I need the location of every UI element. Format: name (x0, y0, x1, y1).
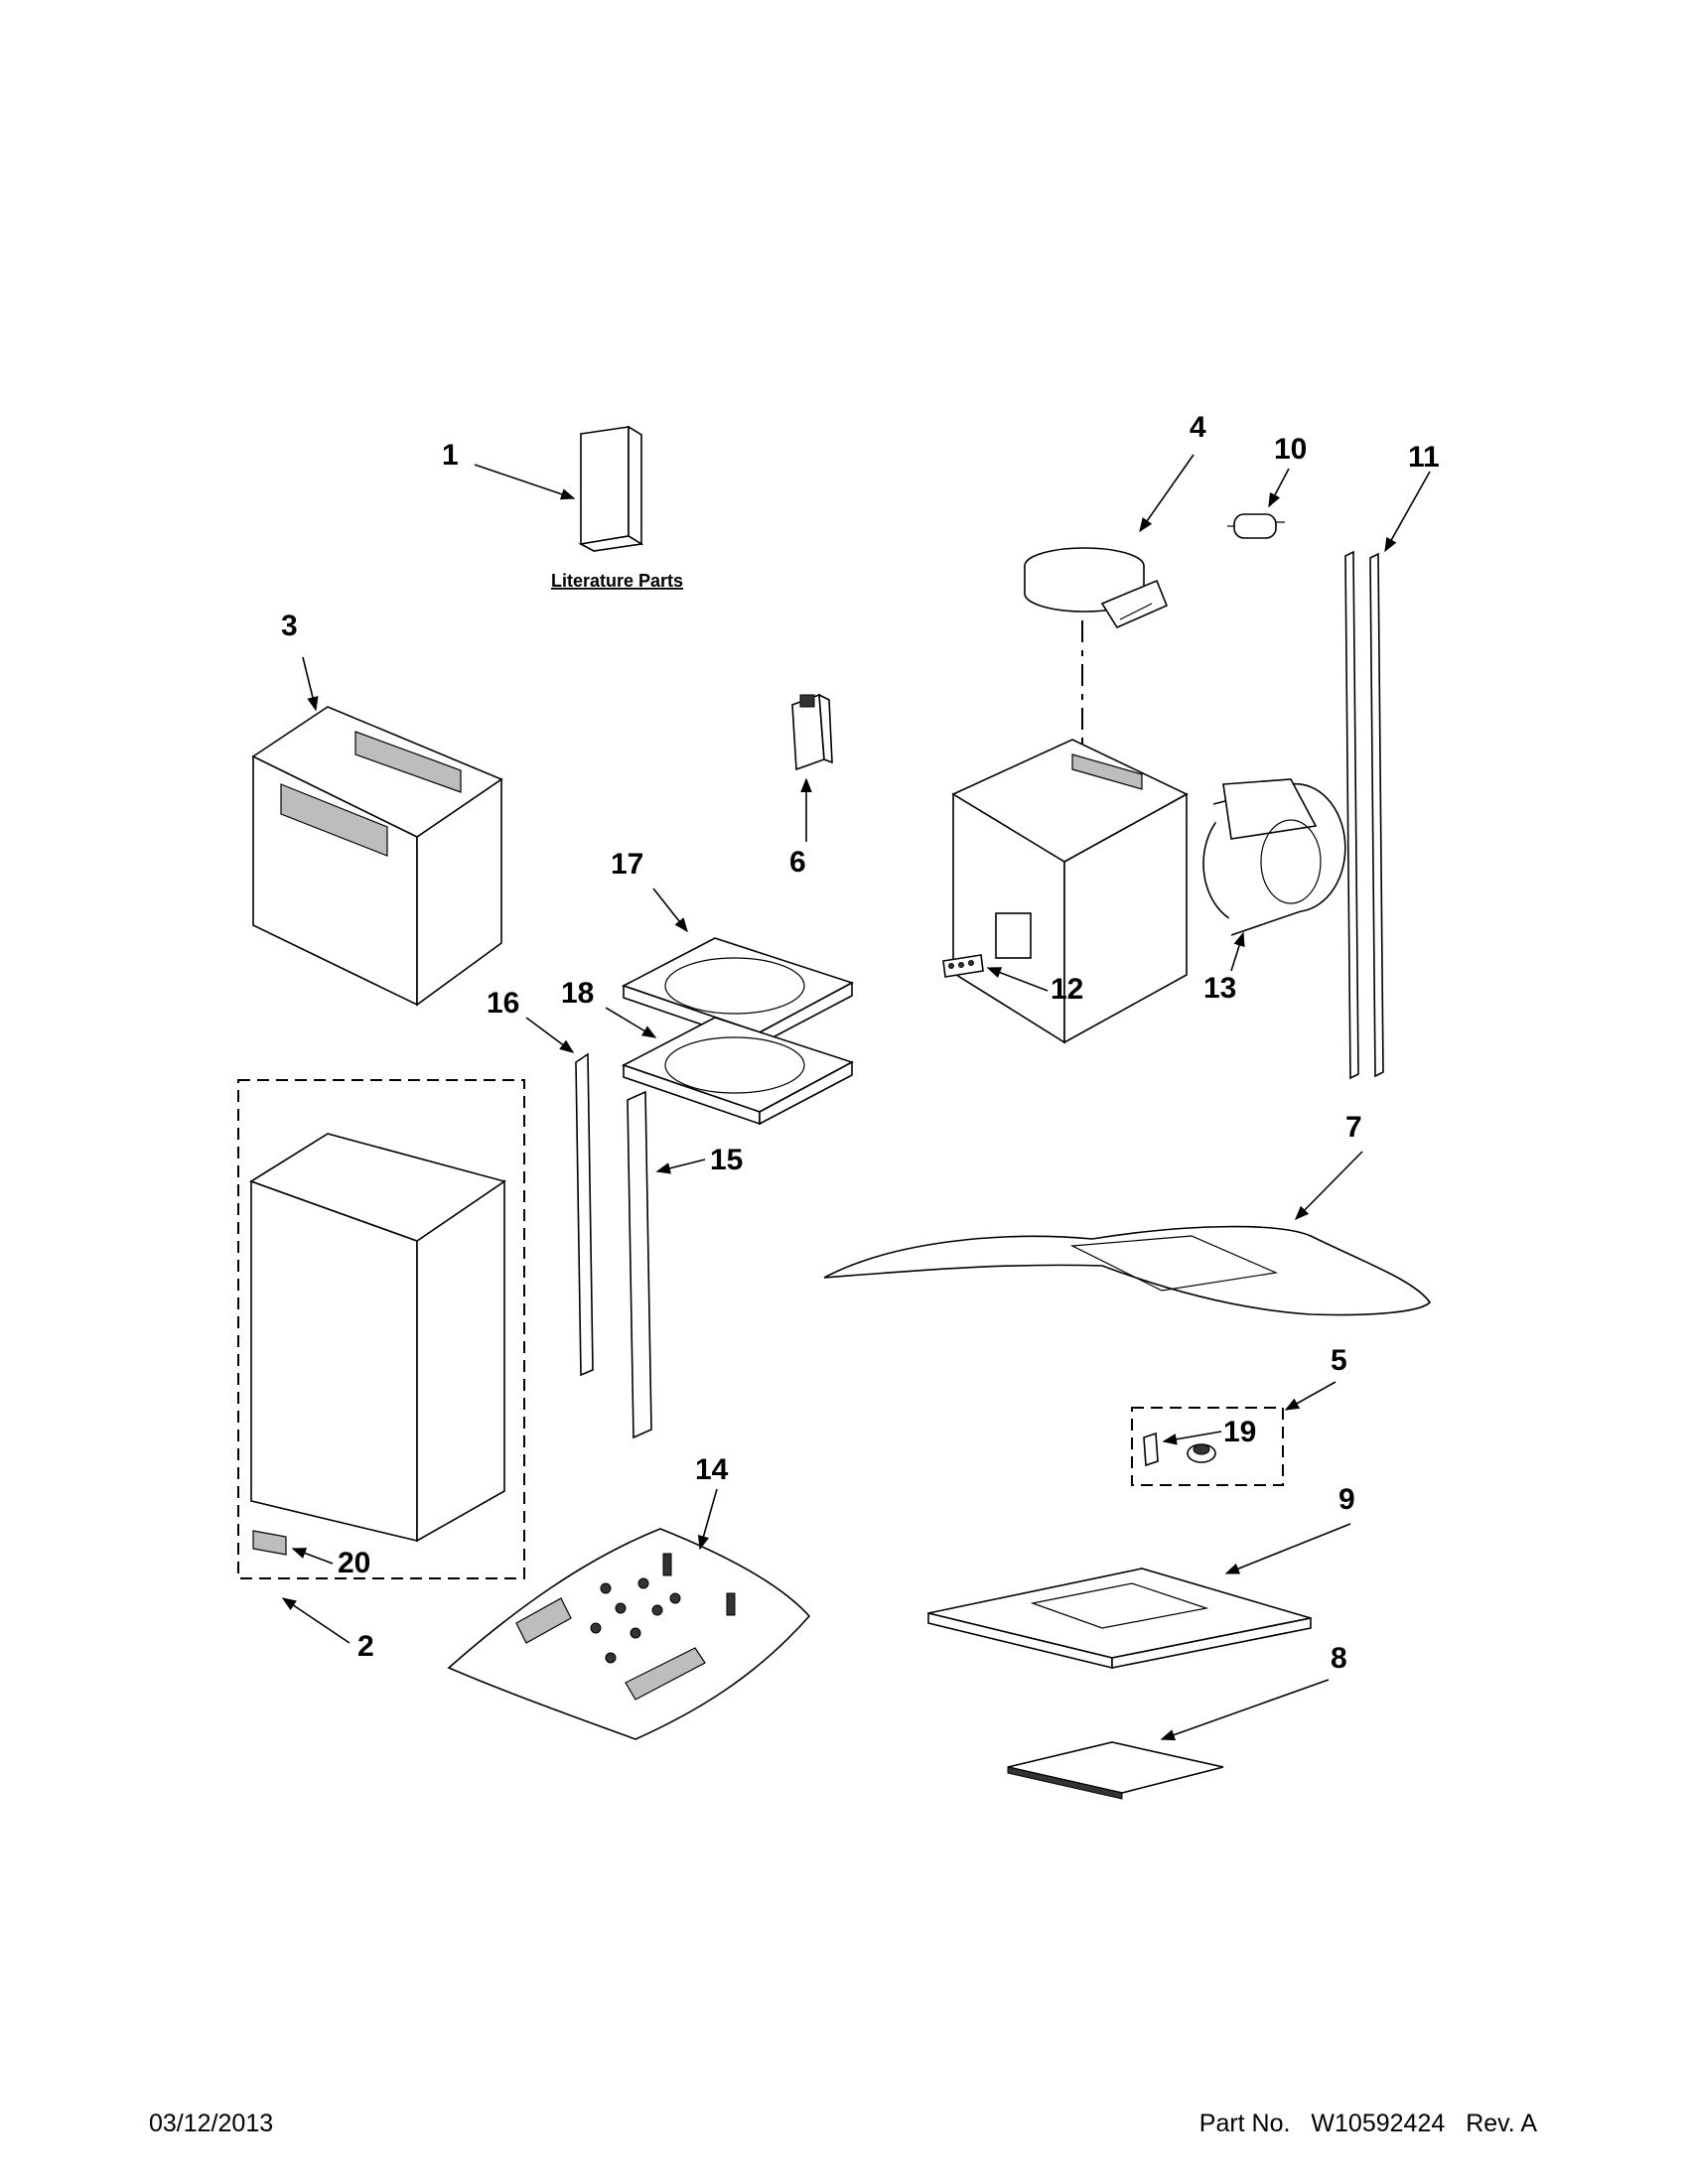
callout-6: 6 (789, 846, 806, 879)
literature-parts-label: Literature Parts (551, 571, 683, 591)
side-rails-part (1344, 550, 1384, 1080)
callout-15: 15 (710, 1144, 743, 1176)
left-bracket-part (575, 1052, 594, 1377)
lower-mounting-frame-part (621, 1017, 855, 1126)
hardware-kit-part (447, 1528, 811, 1740)
callout-18: 18 (561, 977, 594, 1010)
callout-1: 1 (442, 439, 459, 472)
callout-3: 3 (281, 610, 298, 642)
revision: Rev. A (1466, 2110, 1537, 2137)
callout-12: 12 (1051, 973, 1083, 1006)
lower-panel-part (927, 1568, 1312, 1670)
literature-booklet-part (578, 425, 644, 552)
knob-part (1187, 1443, 1216, 1463)
callout-17: 17 (611, 848, 643, 881)
part-label: Part No. (1198, 2110, 1291, 2137)
lower-chimney-cover-part (249, 1133, 506, 1543)
capacitor-part (1227, 513, 1285, 539)
callout-5: 5 (1331, 1344, 1347, 1377)
callout-10: 10 (1274, 433, 1307, 466)
callout-19: 19 (1223, 1416, 1256, 1448)
callout-8: 8 (1331, 1642, 1347, 1675)
callout-4: 4 (1190, 411, 1206, 444)
push-button-part-19 (1143, 1432, 1159, 1467)
callout-20: 20 (338, 1547, 370, 1579)
callout-7: 7 (1345, 1111, 1362, 1144)
terminal-block-part (942, 954, 984, 978)
label-part-20 (252, 1530, 287, 1556)
upper-chimney-cover-part (251, 706, 503, 1007)
callout-9: 9 (1338, 1483, 1355, 1516)
part-number: W10592424 (1311, 2110, 1446, 2137)
blower-motor-part (1202, 778, 1346, 936)
callout-14: 14 (695, 1453, 729, 1486)
grease-filter-part (1007, 1741, 1224, 1800)
footer-part-number: Part No. W10592424 Rev. A (1186, 2110, 1537, 2138)
glass-canopy-part (823, 1225, 1432, 1316)
control-module-part (791, 693, 833, 771)
blower-housing (951, 739, 1189, 1044)
footer-date: 03/12/2013 (149, 2110, 274, 2137)
callout-2: 2 (357, 1630, 374, 1663)
callout-16: 16 (487, 987, 519, 1020)
callout-11: 11 (1408, 441, 1440, 474)
right-bracket-part (627, 1090, 652, 1439)
duct-collar-part (1024, 547, 1169, 629)
callout-13: 13 (1203, 972, 1236, 1005)
